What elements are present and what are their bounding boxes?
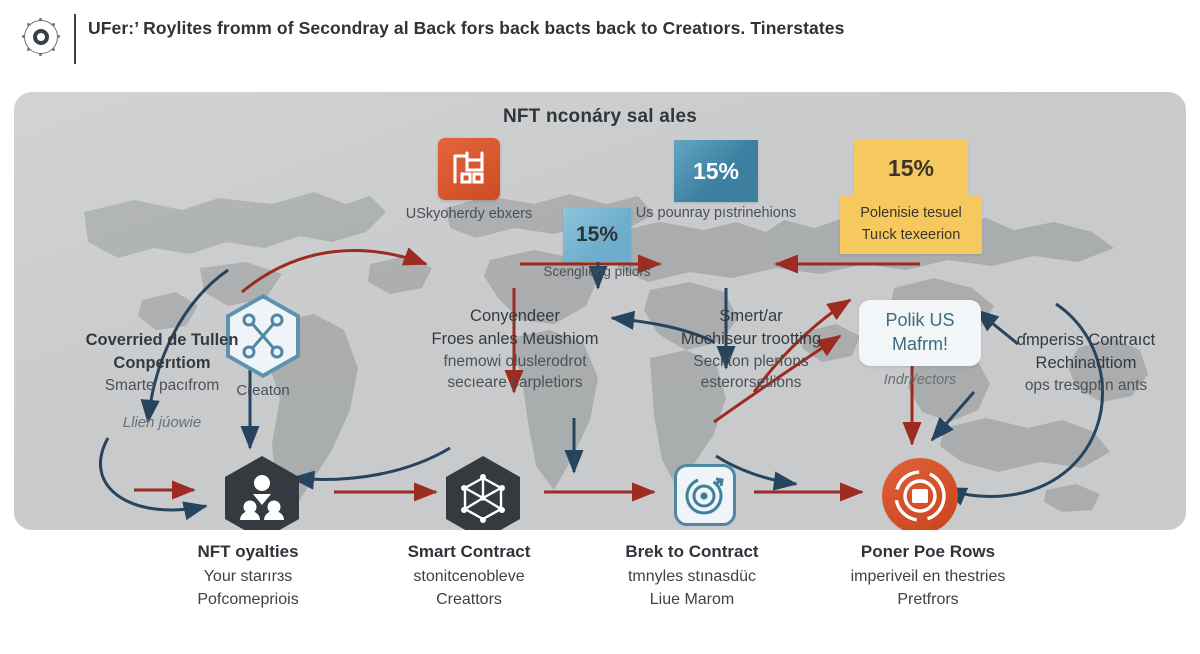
legend-line: Your starırɜs	[203, 567, 293, 585]
text-line: Conperıtiom	[113, 353, 211, 372]
legend-line: tmnyles stınasdüc	[627, 567, 757, 585]
badge-value: 15%	[692, 157, 740, 184]
legend-line: Pofcomepriois	[197, 591, 299, 609]
page-header: UFer:’ Roylites fromm of Secondray al Ba…	[0, 0, 1200, 84]
badge-value: 15%	[887, 154, 935, 181]
badge-royalty-2-caption: Us pounray pıstrinehions	[635, 205, 797, 221]
node-origin-caption: USkyoherdy ebxers	[405, 206, 533, 222]
node-smart-contract[interactable]	[446, 456, 520, 530]
text-line: ɗmperiss Contraıct	[1016, 331, 1156, 349]
compass-ring-icon	[22, 18, 62, 58]
badge-value: 15%	[575, 223, 619, 246]
text-block-right: ɗmperiss Contraıct Rechinadtiom ops tres…	[986, 329, 1186, 396]
legend-line: Creattors	[436, 591, 502, 609]
badge-royalty-2[interactable]: 15%	[674, 140, 758, 202]
text-block-center-right: Smert/ar Mochiseur trootting Seckton ple…	[636, 305, 866, 393]
legend-item-3: Poner Poe Rows imperiveil en thestries P…	[778, 540, 1078, 612]
legend-line: stonitcenobleve	[413, 567, 525, 585]
diagram-canvas: NFT nconáry sal ales USkyoherdy ebxers	[14, 92, 1186, 530]
legend-line: imperiveil en thestries	[850, 567, 1006, 585]
badge-royalty-1[interactable]: 15%	[563, 208, 631, 262]
legend-item-1: Smart Contract stonitcenobleve Creattors	[339, 540, 599, 612]
marketplace-callout[interactable]: Polik US Mafrm!	[859, 300, 981, 366]
text-line: esterorsetlions	[700, 373, 802, 391]
node-nft-royalties[interactable]	[225, 456, 299, 530]
token-ring-icon	[882, 458, 958, 530]
legend-title: NFT oyalties	[197, 542, 299, 561]
royalty-target-icon	[674, 464, 736, 526]
board-title: NFT nconáry sal ales	[502, 106, 698, 127]
legend-line: Pretfrors	[897, 591, 959, 609]
user-group-hexagon-icon	[225, 456, 299, 530]
node-token-rows[interactable]	[882, 458, 958, 530]
text-line: secıeare carpletiors	[447, 373, 583, 391]
badge-royalty-3-caption: Polenisie tesuel Tuıck texeerion	[840, 196, 982, 254]
badge-royalty-1-caption: Scenglıong pitiors	[543, 264, 651, 279]
text-line: Froes anles Meushiom	[431, 329, 599, 348]
legend-line: Liue Marom	[649, 591, 735, 609]
node-origin[interactable]: USkyoherdy ebxers	[406, 138, 532, 222]
text-line: fnemowi oluslerodrot	[443, 352, 587, 370]
legend-title: Smart Contract	[407, 542, 531, 561]
text-line: Rechinadtiom	[1035, 353, 1137, 372]
legend-title: Brek to Contract	[625, 542, 759, 561]
legend-title: Poner Poe Rows	[860, 542, 996, 561]
network-share-hexagon-icon	[226, 294, 300, 378]
blockchain-cube-hexagon-icon	[446, 456, 520, 530]
node-creator[interactable]: Creaton	[226, 294, 300, 399]
text-line: ops tresgptin ants	[1024, 376, 1148, 394]
text-line: Conyendeer	[470, 307, 560, 325]
text-line: Mochiseur trootting	[680, 329, 822, 348]
text-block-center-left: Conyendeer Froes anles Meushiom fnemowi …	[386, 305, 644, 393]
factory-building-icon	[438, 138, 500, 200]
legend-item-0: NFT oyalties Your starırɜs Pofcomepriois	[118, 540, 378, 612]
title-divider	[74, 14, 76, 64]
badge-royalty-3[interactable]: 15%	[854, 140, 968, 196]
text-line: Coverried de Tullen	[85, 331, 239, 349]
text-block-left-italic: Llien júowie	[122, 414, 202, 431]
text-block-left: Coverried de Tullen Conperıtiom Smartɵ p…	[22, 329, 302, 396]
node-creator-caption: Creaton	[236, 382, 290, 399]
text-line: Smert/ar	[719, 307, 783, 325]
marketplace-callout-label: Polik US Mafrm!	[885, 310, 955, 354]
marketplace-sub-caption: Indrı/ectors	[883, 372, 957, 388]
node-brek-contract[interactable]	[674, 464, 736, 526]
page-title: UFer:’ Roylites fromm of Secondray al Ba…	[88, 18, 845, 38]
text-line: Smartɵ pacıfrom	[104, 376, 220, 394]
connector-arrows	[99, 247, 1104, 521]
legend-item-2: Brek to Contract tmnyles stınasdüc Liue …	[562, 540, 822, 612]
text-line: Seckton plerfons	[693, 352, 809, 370]
